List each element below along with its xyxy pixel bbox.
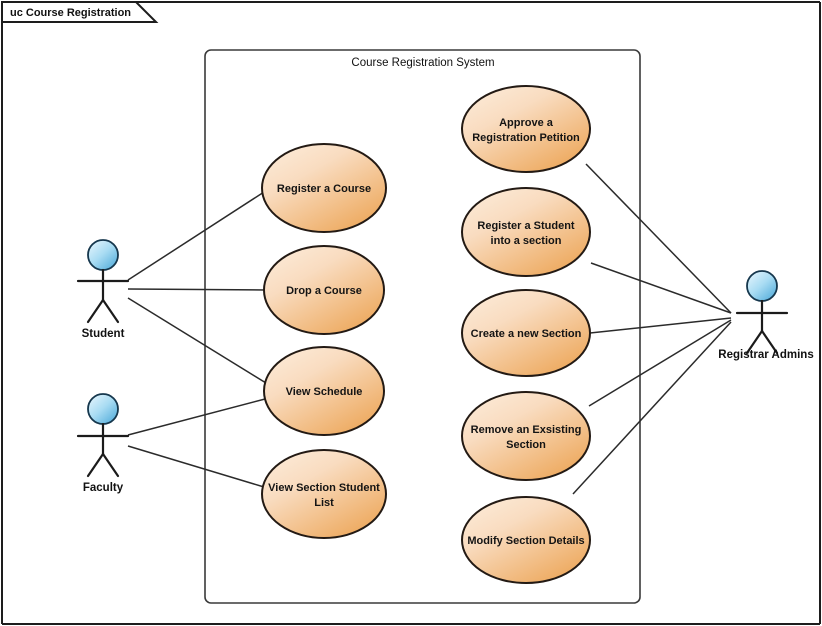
use-case-label: Create a new Section [471, 328, 582, 340]
use-case-label: Modify Section Details [467, 535, 584, 547]
use-case-register-a-student-into-a-section[interactable]: Register a Student into a section [461, 187, 591, 277]
use-case-modify-section-details[interactable]: Modify Section Details [461, 496, 591, 584]
use-case-ellipse [461, 289, 591, 377]
diagram-title-tab[interactable]: uc Course Registration [1, 1, 159, 23]
use-case-ellipse [461, 391, 591, 481]
use-case-label: View Section Student [268, 482, 380, 494]
association-registrar-register-a-student-into-a-section[interactable] [590, 262, 732, 314]
use-case-remove-an-exsisting-section[interactable]: Remove an Exsisting Section [461, 391, 591, 481]
use-case-drop-a-course[interactable]: Drop a Course [263, 245, 385, 335]
use-case-label: Register a Course [277, 183, 371, 195]
use-case-ellipse [261, 143, 387, 233]
association-registrar-create-a-new-section[interactable] [589, 317, 732, 334]
use-case-label: Remove an Exsisting [471, 424, 582, 436]
use-case-ellipse [461, 85, 591, 173]
use-case-view-section-student-list[interactable]: View Section Student List [261, 449, 387, 539]
use-case-ellipse [461, 187, 591, 277]
use-case-label-line2: Registration Petition [472, 132, 580, 144]
association-faculty-view-schedule[interactable] [127, 398, 266, 436]
use-case-label-line2: List [314, 497, 334, 509]
association-faculty-view-section-student-list[interactable] [127, 445, 265, 488]
association-student-register-a-course[interactable] [127, 191, 265, 281]
title-tab-shape [1, 1, 159, 23]
actor-right-leg-line [101, 452, 120, 478]
use-case-view-schedule[interactable]: View Schedule [263, 346, 385, 436]
association-lines [127, 163, 732, 495]
association-student-view-schedule[interactable] [127, 297, 267, 384]
actor-left-leg-line [86, 298, 105, 324]
use-case-ellipse [263, 346, 385, 436]
use-case-ellipse [461, 496, 591, 584]
system-boundary-title: Course Registration System [351, 57, 494, 69]
use-case-ellipse [261, 449, 387, 539]
actor-label: Registrar Admins [718, 349, 813, 361]
diagram-title-label: uc Course Registration [10, 7, 131, 19]
use-case-register-a-course[interactable]: Register a Course [261, 143, 387, 233]
actor-student[interactable]: Student [76, 239, 130, 340]
association-registrar-modify-section-details[interactable] [572, 321, 732, 495]
association-registrar-approve-a-registration-petition[interactable] [585, 163, 732, 314]
actor-registrar-admins[interactable]: Registrar Admins [718, 270, 814, 361]
use-case-ellipse [263, 245, 385, 335]
association-student-drop-a-course[interactable] [127, 288, 267, 291]
use-case-label-line2: Section [506, 439, 546, 451]
use-case-label: Register a Student [477, 220, 575, 232]
use-case-approve-a-registration-petition[interactable]: Approve a Registration Petition [461, 85, 591, 173]
actor-right-leg-line [101, 298, 120, 324]
use-case-label: Drop a Course [286, 285, 362, 297]
system-boundary-rect [204, 49, 641, 604]
actor-label: Faculty [83, 482, 124, 494]
use-case-label-line2: into a section [491, 235, 562, 247]
actor-head-icon [746, 270, 778, 302]
actor-label: Student [82, 328, 125, 340]
actor-head-icon [87, 393, 119, 425]
use-case-label: View Schedule [286, 386, 363, 398]
use-case-label: Approve a [499, 117, 554, 129]
actor-right-leg-line [760, 329, 779, 355]
actor-head-icon [87, 239, 119, 271]
actor-faculty[interactable]: Faculty [76, 393, 130, 494]
actor-left-leg-line [86, 452, 105, 478]
actor-left-leg-line [745, 329, 764, 355]
association-registrar-remove-an-exsisting-section[interactable] [588, 319, 732, 407]
use-case-create-a-new-section[interactable]: Create a new Section [461, 289, 591, 377]
system-boundary: Course Registration System [204, 49, 641, 604]
